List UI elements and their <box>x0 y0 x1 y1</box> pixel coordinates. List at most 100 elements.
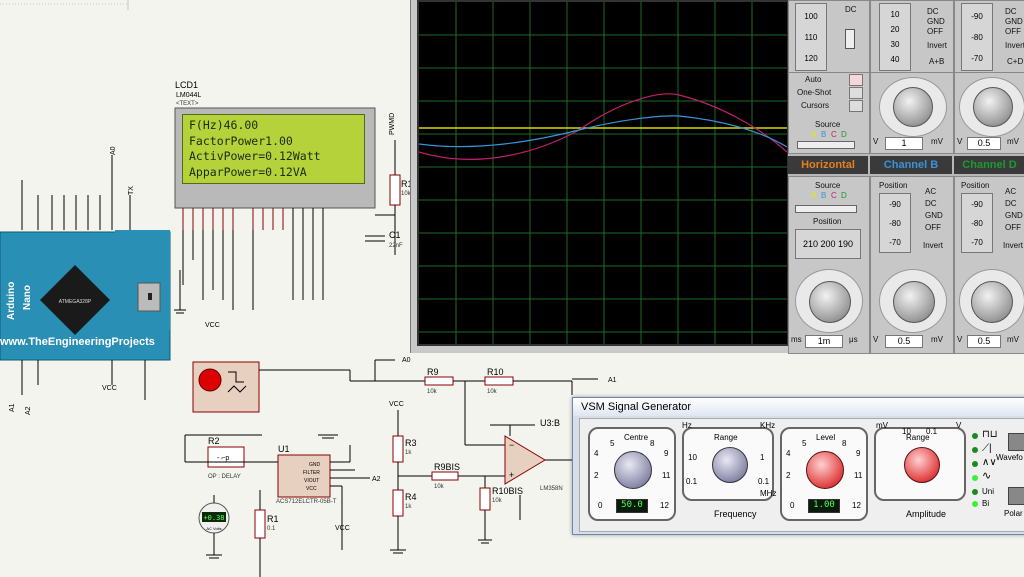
arduino-nano-board[interactable]: ATMEGA328P Arduino Nano www.TheEngineeri… <box>0 230 171 361</box>
trigger-auto[interactable]: Auto <box>805 75 822 84</box>
invert-c-label[interactable]: Invert <box>1005 41 1024 50</box>
net-a1: A1 <box>608 377 617 384</box>
trigger-one-shot-button[interactable] <box>849 87 863 99</box>
chb-position-scale[interactable]: -90 -80 -70 <box>879 193 911 253</box>
r9-value: 10k <box>427 389 438 395</box>
r10-value: 10k <box>487 389 498 395</box>
trigger-source-slider[interactable] <box>797 141 855 149</box>
chd-volt-left: V <box>957 335 963 344</box>
r10bis-name: R10BIS <box>492 486 523 496</box>
time-base-knob[interactable] <box>809 281 851 323</box>
signal-generator-title[interactable]: VSM Signal Generator <box>573 398 1024 416</box>
net-a2: A2 <box>372 476 381 483</box>
channel-b-volts-knob[interactable] <box>893 281 935 323</box>
level-knob[interactable] <box>806 451 844 489</box>
sine-wave-icon: ∿ <box>982 470 992 482</box>
trig-src-c[interactable]: C <box>831 130 837 139</box>
chb-invert[interactable]: Invert <box>923 241 944 250</box>
trigger-auto-button[interactable] <box>849 74 863 86</box>
chb-ac[interactable]: AC <box>925 187 937 196</box>
chd-gnd[interactable]: GND <box>1005 211 1023 220</box>
waveform-button[interactable] <box>1008 433 1024 451</box>
top-b-scale[interactable]: 10 20 30 40 <box>879 3 911 71</box>
top-c-scale[interactable]: -90 -80 -70 <box>961 3 993 71</box>
channel-a-volts-knob[interactable] <box>893 87 933 127</box>
amp-unit-v: V <box>956 421 962 430</box>
oscilloscope-window[interactable]: 100 110 120 DC 10 20 30 40 DC GND OFF In… <box>410 0 1024 354</box>
centre-knob[interactable] <box>614 451 652 489</box>
amplitude-range-knob[interactable] <box>904 447 940 483</box>
net-label-pwm: PWMD <box>389 113 396 135</box>
channel-b-block: Position -90 -80 -70 AC DC GND OFF Inver… <box>870 176 954 354</box>
level-num-4: 4 <box>786 449 791 458</box>
oscilloscope-screen[interactable] <box>417 0 789 346</box>
voltmeter-unit: AC Volts <box>206 526 221 531</box>
level-num-9: 9 <box>856 449 861 458</box>
invert-a-label[interactable]: Invert <box>927 41 948 50</box>
chb-scale-80: -80 <box>889 219 901 228</box>
h-src-b[interactable]: B <box>821 191 827 200</box>
c-coupling-dc[interactable]: DC <box>1005 7 1017 16</box>
trig-src-d[interactable]: D <box>841 130 847 139</box>
b-coupling-off[interactable]: OFF <box>927 27 943 36</box>
channel-a-position-scale[interactable]: 100 110 120 <box>795 3 827 71</box>
frequency-range-knob[interactable] <box>712 447 748 483</box>
lcd-designator: LCD1 <box>175 80 198 90</box>
chd-position-scale[interactable]: -90 -80 -70 <box>961 193 993 253</box>
channel-c-volts-knob[interactable] <box>973 87 1013 127</box>
channel-d-volts-knob[interactable] <box>971 281 1013 323</box>
r-top-name: R1 <box>401 179 413 189</box>
chb-gnd[interactable]: GND <box>925 211 943 220</box>
b-coupling-gnd[interactable]: GND <box>927 17 945 26</box>
trigger-cursors[interactable]: Cursors <box>801 101 830 110</box>
h-source-slider[interactable] <box>795 205 857 213</box>
ab-label[interactable]: A+B <box>929 57 945 66</box>
lcd-line-3: ActivPower=0.12Watt <box>189 149 321 163</box>
lcd-screen: F(Hz)46.00 FactorPower1.00 ActivPower=0.… <box>182 114 365 184</box>
cha-coupling-switch[interactable] <box>845 29 855 49</box>
b-coupling-dc[interactable]: DC <box>927 7 939 16</box>
oscilloscope-controls: 100 110 120 DC 10 20 30 40 DC GND OFF In… <box>788 0 1024 354</box>
chb-volt-left: V <box>873 335 879 344</box>
cha-volt-left: V <box>873 137 879 146</box>
opamp-symbol[interactable] <box>504 435 546 485</box>
freq-range-right: 1 <box>760 453 765 462</box>
c-coupling-gnd[interactable]: GND <box>1005 17 1023 26</box>
r9-name: R9 <box>427 367 439 377</box>
trig-src-b[interactable]: B <box>821 130 827 139</box>
h-src-d[interactable]: D <box>841 191 847 200</box>
trigger-block: Auto One-Shot Cursors Source A B C D <box>788 72 870 154</box>
trigger-cursors-button[interactable] <box>849 100 863 112</box>
h-position-scale[interactable]: 210 200 190 <box>795 229 861 259</box>
cd-label[interactable]: C+D <box>1007 57 1024 66</box>
signal-generator-window[interactable]: VSM Signal Generator Centre 4 9 2 11 5 8… <box>572 397 1024 535</box>
chd-invert[interactable]: Invert <box>1003 241 1024 250</box>
hpos-200: 200 <box>820 239 836 249</box>
level-label: Level <box>816 433 836 442</box>
chd-ac[interactable]: AC <box>1005 187 1017 196</box>
chd-dc[interactable]: DC <box>1005 199 1017 208</box>
chd-off[interactable]: OFF <box>1005 223 1021 232</box>
waveform-led-sawtooth <box>972 447 978 453</box>
chb-off[interactable]: OFF <box>925 223 941 232</box>
ac-source-symbol[interactable] <box>192 361 260 413</box>
polarity-button[interactable] <box>1008 487 1024 505</box>
level-num-12: 12 <box>852 501 861 510</box>
lcd-line-1: F(Hz)46.00 <box>189 118 259 132</box>
h-src-a[interactable]: A <box>811 191 817 200</box>
r3-value: 1k <box>405 450 412 456</box>
net-a0: A0 <box>402 357 411 364</box>
acs712-sensor[interactable]: GND FILTER VIOUT VCC <box>277 454 331 498</box>
u1-part: ACS712ELCTR-05B-T <box>276 499 337 505</box>
h-src-c[interactable]: C <box>831 191 837 200</box>
freq-unit-hz: Hz <box>682 421 692 430</box>
channel-b-top-block: 10 20 30 40 DC GND OFF Invert A+B <box>870 0 954 74</box>
time-div-unit: μs <box>849 335 858 344</box>
trig-src-a[interactable]: A <box>811 130 817 139</box>
trace-channel-c <box>418 93 788 160</box>
u1-pin-vcc: VCC <box>306 486 317 492</box>
c-coupling-off[interactable]: OFF <box>1005 27 1021 36</box>
chb-dc[interactable]: DC <box>925 199 937 208</box>
r4-value: 1k <box>405 504 412 510</box>
trigger-one-shot[interactable]: One-Shot <box>797 88 832 97</box>
